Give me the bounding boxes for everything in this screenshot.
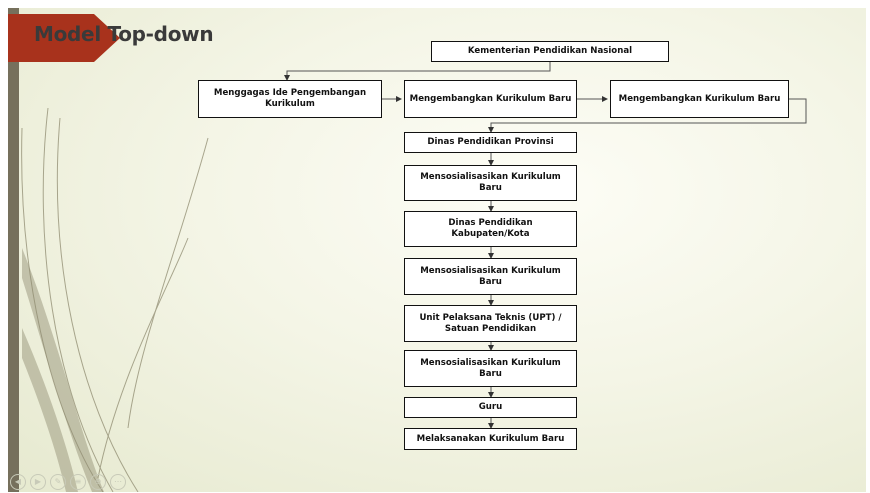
more-icon[interactable]: ⋯ [110, 474, 126, 490]
node-melaksanakan: Melaksanakan Kurikulum Baru [404, 428, 577, 450]
node-upt: Unit Pelaksana Teknis (UPT) / Satuan Pen… [404, 305, 577, 342]
pen-icon[interactable]: ✎ [50, 474, 66, 490]
node-mengembangkan-2: Mengembangkan Kurikulum Baru [610, 80, 789, 118]
slide-title: Model Top-down [34, 22, 214, 46]
flow-connectors [284, 62, 807, 429]
decorative-curve [21, 127, 104, 492]
edge-mengembangkan2-provinsi [488, 98, 807, 133]
edge-kementerian-menggagas [284, 62, 551, 81]
slide: Model Top-down Kementerian Pendidikan Na… [8, 8, 866, 492]
decorative-curve [56, 117, 139, 492]
node-mengembangkan-1: Mengembangkan Kurikulum Baru [404, 80, 577, 118]
node-kementerian: Kementerian Pendidikan Nasional [431, 41, 669, 62]
menu-icon[interactable]: ≡ [70, 474, 86, 490]
previous-icon[interactable]: ◀ [10, 474, 26, 490]
node-dinas-provinsi: Dinas Pendidikan Provinsi [404, 132, 577, 153]
decorative-curve [42, 107, 114, 492]
left-accent-bar [8, 8, 19, 492]
node-dinas-kabupaten: Dinas Pendidikan Kabupaten/Kota [404, 211, 577, 247]
decorative-leaf [22, 328, 78, 492]
decorative-leaf [22, 248, 104, 492]
decorative-curves [21, 107, 209, 492]
zoom-icon[interactable]: ⊕ [90, 474, 106, 490]
next-icon[interactable]: ▶ [30, 474, 46, 490]
node-sosialisasi-2: Mensosialisasikan Kurikulum Baru [404, 258, 577, 295]
node-sosialisasi-1: Mensosialisasikan Kurikulum Baru [404, 165, 577, 201]
slideshow-nav-controls: ◀ ▶ ✎ ≡ ⊕ ⋯ [8, 474, 126, 490]
decorative-curve [127, 137, 209, 429]
node-menggagas: Menggagas Ide Pengembangan Kurikulum [198, 80, 382, 118]
decorative-curve [97, 237, 189, 479]
red-arrow-shape [8, 14, 120, 62]
node-guru: Guru [404, 397, 577, 418]
node-sosialisasi-3: Mensosialisasikan Kurikulum Baru [404, 350, 577, 387]
